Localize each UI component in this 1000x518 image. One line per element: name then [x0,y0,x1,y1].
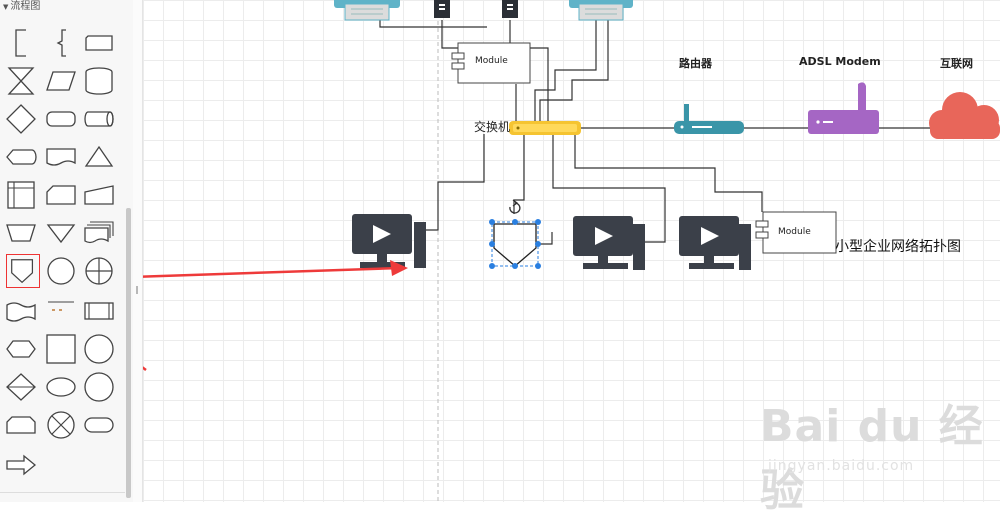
shape-tape[interactable] [4,294,38,328]
shape-document[interactable] [44,140,78,174]
shape-stadium[interactable] [82,408,116,442]
shape-arrow-right[interactable] [4,448,38,482]
flowchart-section-header[interactable]: ▼流程图 [0,0,125,14]
shape-collate[interactable] [4,64,38,98]
module-right [755,211,837,254]
module-top [451,42,531,84]
shape-circle-large[interactable] [82,332,116,366]
section-title: 流程图 [10,1,41,12]
watermark-brand: Bai du 经验 [760,401,984,516]
shape-left-bracket[interactable] [4,26,38,60]
next-section-header[interactable] [0,492,125,503]
computer-icon-3 [679,216,751,270]
shape-terminator[interactable] [44,102,78,136]
shape-cylinder[interactable] [82,64,116,98]
shape-sidebar: ▼流程图 [0,0,134,502]
computer-icon-1 [352,214,426,268]
internet-label: 互联网 [940,57,973,70]
modem-label: ADSL Modem [799,55,881,68]
shape-diamond[interactable] [4,102,38,136]
adsl-modem-icon [808,82,879,134]
router-icon [674,104,744,134]
shape-curly-bracket[interactable] [44,26,78,60]
shape-off-page-connector[interactable] [6,254,40,288]
shape-horizontal-cylinder[interactable] [82,102,116,136]
shape-circle[interactable] [44,254,78,288]
shape-sort[interactable] [4,370,38,404]
shape-parallelogram[interactable] [44,64,78,98]
sidebar-splitter[interactable]: ‖ [133,0,143,502]
switch-icon [509,121,581,135]
switch-label: 交换机 [474,120,511,134]
shape-summing-junction[interactable] [44,408,78,442]
shape-note-dashes[interactable] [44,294,78,328]
printer-icon [334,0,400,21]
diagram-drawing [143,0,1000,502]
shape-card[interactable] [44,178,78,212]
shape-multi-document[interactable] [82,216,116,250]
diagram-title[interactable]: 小型企业网络拓扑图 [835,239,961,255]
shape-rounded-rect[interactable] [82,26,116,60]
router-label: 路由器 [679,57,712,70]
shape-square[interactable] [44,332,78,366]
shape-or-symbol[interactable] [82,254,116,288]
shape-loop-limit[interactable] [4,408,38,442]
shape-manual-input[interactable] [82,178,116,212]
shape-predefined-process[interactable] [82,294,116,328]
shape-circle-medium[interactable] [82,370,116,404]
shape-triangle-down[interactable] [44,216,78,250]
diagram-canvas[interactable]: 交换机 路由器 ADSL Modem 互联网 Module Module [143,0,1000,502]
server-icon [502,0,518,18]
shape-display[interactable] [4,140,38,174]
grip-icon: ‖ [135,285,139,294]
shape-ellipse[interactable] [44,370,78,404]
shape-internal-storage[interactable] [4,178,38,212]
shape-triangle[interactable] [82,140,116,174]
sidebar-scrollbar[interactable] [126,208,131,498]
collapse-arrow-icon: ▼ [3,3,9,11]
module-right-label: Module [778,227,811,237]
selected-shape [489,199,541,269]
baidu-watermark: Bai du 经验 jingyan.baidu.com [760,390,1000,516]
printer-icon [569,0,633,21]
shape-hexagon[interactable] [4,332,38,366]
module-top-label: Module [475,56,508,66]
watermark-url: jingyan.baidu.com [768,458,915,474]
server-icon [434,0,450,18]
shape-manual-operation[interactable] [4,216,38,250]
internet-cloud-icon [929,92,1000,139]
computer-icon-2 [573,216,645,270]
